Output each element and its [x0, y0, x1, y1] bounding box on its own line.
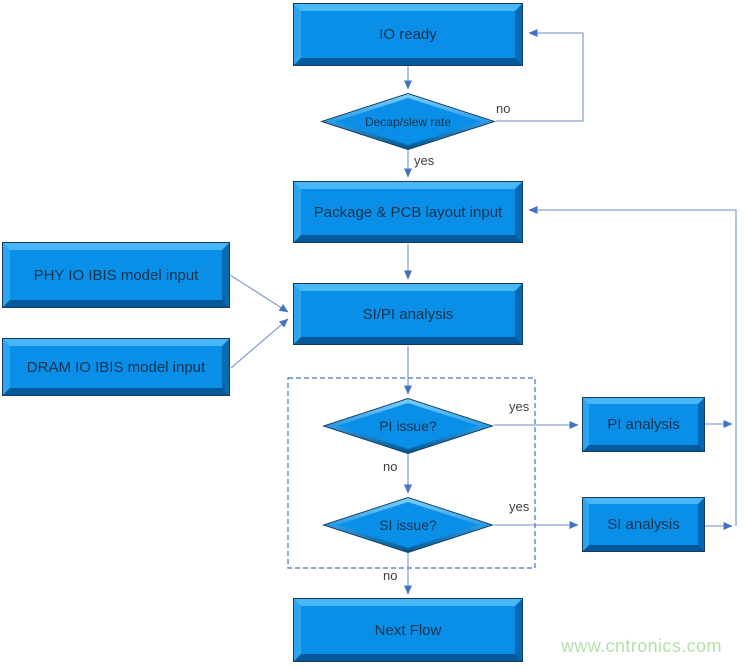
node-decap-slew-label: Decap/slew rate [364, 114, 452, 129]
node-sipi-analysis-label: SI/PI analysis [362, 305, 454, 323]
node-io-ready: IO ready [293, 3, 523, 66]
node-si-issue-label: SI issue? [379, 517, 437, 533]
node-phy-ibis: PHY IO IBIS model input [2, 242, 230, 308]
edge-label-decap-yes: yes [414, 153, 435, 168]
edge-label-pi-issue-no: no [383, 459, 398, 474]
node-pi-issue-label: PI issue? [379, 418, 437, 434]
node-io-ready-label: IO ready [379, 26, 437, 43]
node-package-pcb-label: Package & PCB layout input [313, 203, 503, 221]
node-io-ready-face: IO ready [294, 4, 522, 65]
edge-feedback-to-package [528, 206, 737, 526]
node-si-analysis: SI analysis [582, 497, 705, 552]
edge-label-pi-issue-yes: yes [509, 399, 530, 414]
node-si-analysis-label: SI analysis [607, 516, 680, 533]
edge-label-si-issue-yes: yes [509, 499, 530, 514]
node-dram-ibis-face: DRAM IO IBIS model input [3, 339, 229, 395]
node-sipi-analysis: SI/PI analysis [293, 283, 523, 345]
node-sipi-analysis-face: SI/PI analysis [294, 284, 522, 344]
node-pi-analysis-face: PI analysis [583, 398, 704, 451]
edge-label-decap-no: no [496, 101, 511, 116]
edge-label-si-issue-no: no [383, 568, 398, 583]
node-next-flow-face: Next Flow [294, 599, 522, 661]
node-pi-analysis-label: PI analysis [607, 416, 680, 433]
node-phy-ibis-face: PHY IO IBIS model input [3, 243, 229, 307]
node-next-flow-label: Next Flow [374, 621, 442, 639]
node-pi-issue: PI issue? [322, 398, 494, 454]
edge-dram-to-sipi [230, 318, 289, 369]
node-decap-slew: Decap/slew rate [320, 93, 496, 150]
node-next-flow: Next Flow [293, 598, 523, 662]
edge-phy-to-sipi [229, 274, 289, 313]
watermark-text: www.cntronics.com [561, 636, 722, 656]
node-si-analysis-face: SI analysis [583, 498, 704, 551]
node-phy-ibis-label: PHY IO IBIS model input [33, 266, 199, 284]
node-si-issue: SI issue? [322, 497, 494, 553]
node-package-pcb-face: Package & PCB layout input [294, 182, 522, 242]
node-dram-ibis-label: DRAM IO IBIS model input [26, 358, 206, 376]
node-dram-ibis: DRAM IO IBIS model input [2, 338, 230, 396]
node-pi-analysis: PI analysis [582, 397, 705, 452]
node-package-pcb: Package & PCB layout input [293, 181, 523, 243]
